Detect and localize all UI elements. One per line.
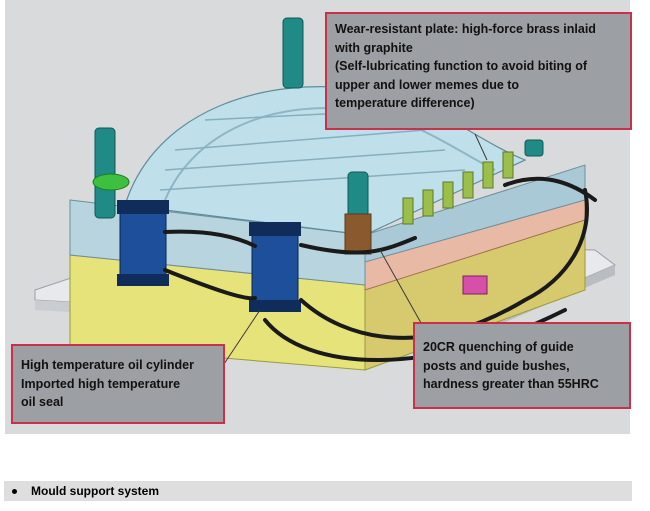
- callout-line: Wear-resistant plate: high-force brass i…: [335, 22, 596, 36]
- callout-line: High temperature oil cylinder: [21, 358, 194, 372]
- callout-line: with graphite: [335, 40, 413, 55]
- callout-line: temperature difference): [335, 96, 475, 110]
- wear-resistant-plate-callout: Wear-resistant plate: high-force brass i…: [325, 12, 632, 130]
- mould-render-image: Wear-resistant plate: high-force brass i…: [5, 0, 632, 434]
- callout-line: 20CR quenching of guide: [423, 340, 574, 354]
- callout-line: oil seal: [21, 395, 64, 409]
- oil-cylinder-callout: High temperature oil cylinder Imported h…: [11, 344, 225, 424]
- callout-line: Imported high temperature: [21, 376, 181, 391]
- section-heading-bar: Mould support system: [4, 481, 632, 501]
- callout-line: posts and guide bushes,: [423, 358, 570, 373]
- callout-line: (Self-lubricating function to avoid biti…: [335, 59, 588, 73]
- callout-line: hardness greater than 55HRC: [423, 377, 599, 391]
- bullet-icon: [12, 488, 17, 494]
- callout-line: upper and lower memes due to: [335, 77, 520, 92]
- guide-posts-callout: 20CR quenching of guide posts and guide …: [413, 322, 631, 409]
- section-title: Mould support system: [31, 484, 160, 498]
